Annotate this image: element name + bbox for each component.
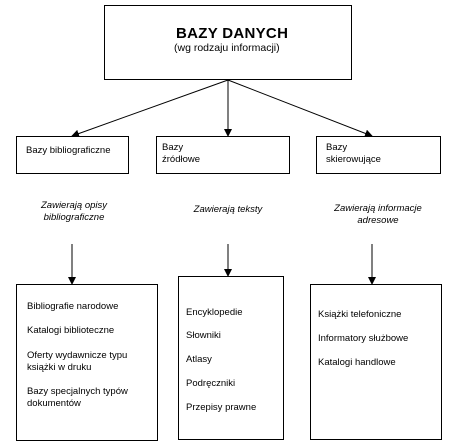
- description-referral-line2: adresowe: [357, 215, 399, 226]
- arrow-root-to-bibliographic: [71, 79, 229, 138]
- category-label-source-line2: źródłowe: [162, 154, 201, 165]
- category-box-source: [156, 136, 290, 174]
- category-label-referral-line2: skierowujące: [326, 154, 381, 165]
- list-item-bazy-specjalne-line2: dokumentów: [27, 398, 81, 409]
- arrow-root-to-referral: [227, 79, 373, 138]
- root-box: [104, 5, 352, 80]
- category-box-referral: [316, 136, 441, 174]
- list-item-oferty-line1: Oferty wydawnicze typu: [27, 350, 128, 361]
- list-item-encyklopedie: Encyklopedie: [186, 307, 243, 318]
- category-box-bibliographic: [16, 136, 129, 174]
- list-item-oferty-line2: książki w druku: [27, 362, 92, 373]
- category-label-source-line1: Bazy: [162, 142, 184, 153]
- description-bibliographic-line1: Zawierają opisy: [41, 200, 107, 211]
- list-box-bibliographic: [16, 284, 158, 441]
- list-item-bibliografie: Bibliografie narodowe: [27, 301, 119, 312]
- root-title: BAZY DANYCH: [176, 25, 289, 42]
- description-source-line1: Zawierają teksty: [193, 204, 263, 215]
- list-item-przepisy: Przepisy prawne: [186, 402, 257, 413]
- list-box-source: [178, 276, 284, 440]
- list-item-katalogi-handlowe: Katalogi handlowe: [318, 357, 396, 368]
- list-item-slowniki: Słowniki: [186, 330, 221, 341]
- category-label-referral-line1: Bazy: [326, 142, 348, 153]
- list-item-atlasy: Atlasy: [186, 354, 212, 365]
- list-item-podreczniki: Podręczniki: [186, 378, 236, 389]
- list-item-ksiazki-telefoniczne: Książki telefoniczne: [318, 309, 402, 320]
- description-bibliographic-line2: bibliograficzne: [43, 212, 105, 223]
- description-referral-line1: Zawierają informacje: [334, 203, 422, 214]
- list-item-informatory: Informatory służbowe: [318, 333, 409, 344]
- list-box-referral: [310, 284, 442, 440]
- list-item-katalogi-biblioteczne: Katalogi biblioteczne: [27, 325, 115, 336]
- category-label-bibliographic: Bazy bibliograficzne: [26, 145, 111, 156]
- root-subtitle: (wg rodzaju informacji): [174, 42, 280, 54]
- list-item-bazy-specjalne-line1: Bazy specjalnych typów: [27, 386, 128, 397]
